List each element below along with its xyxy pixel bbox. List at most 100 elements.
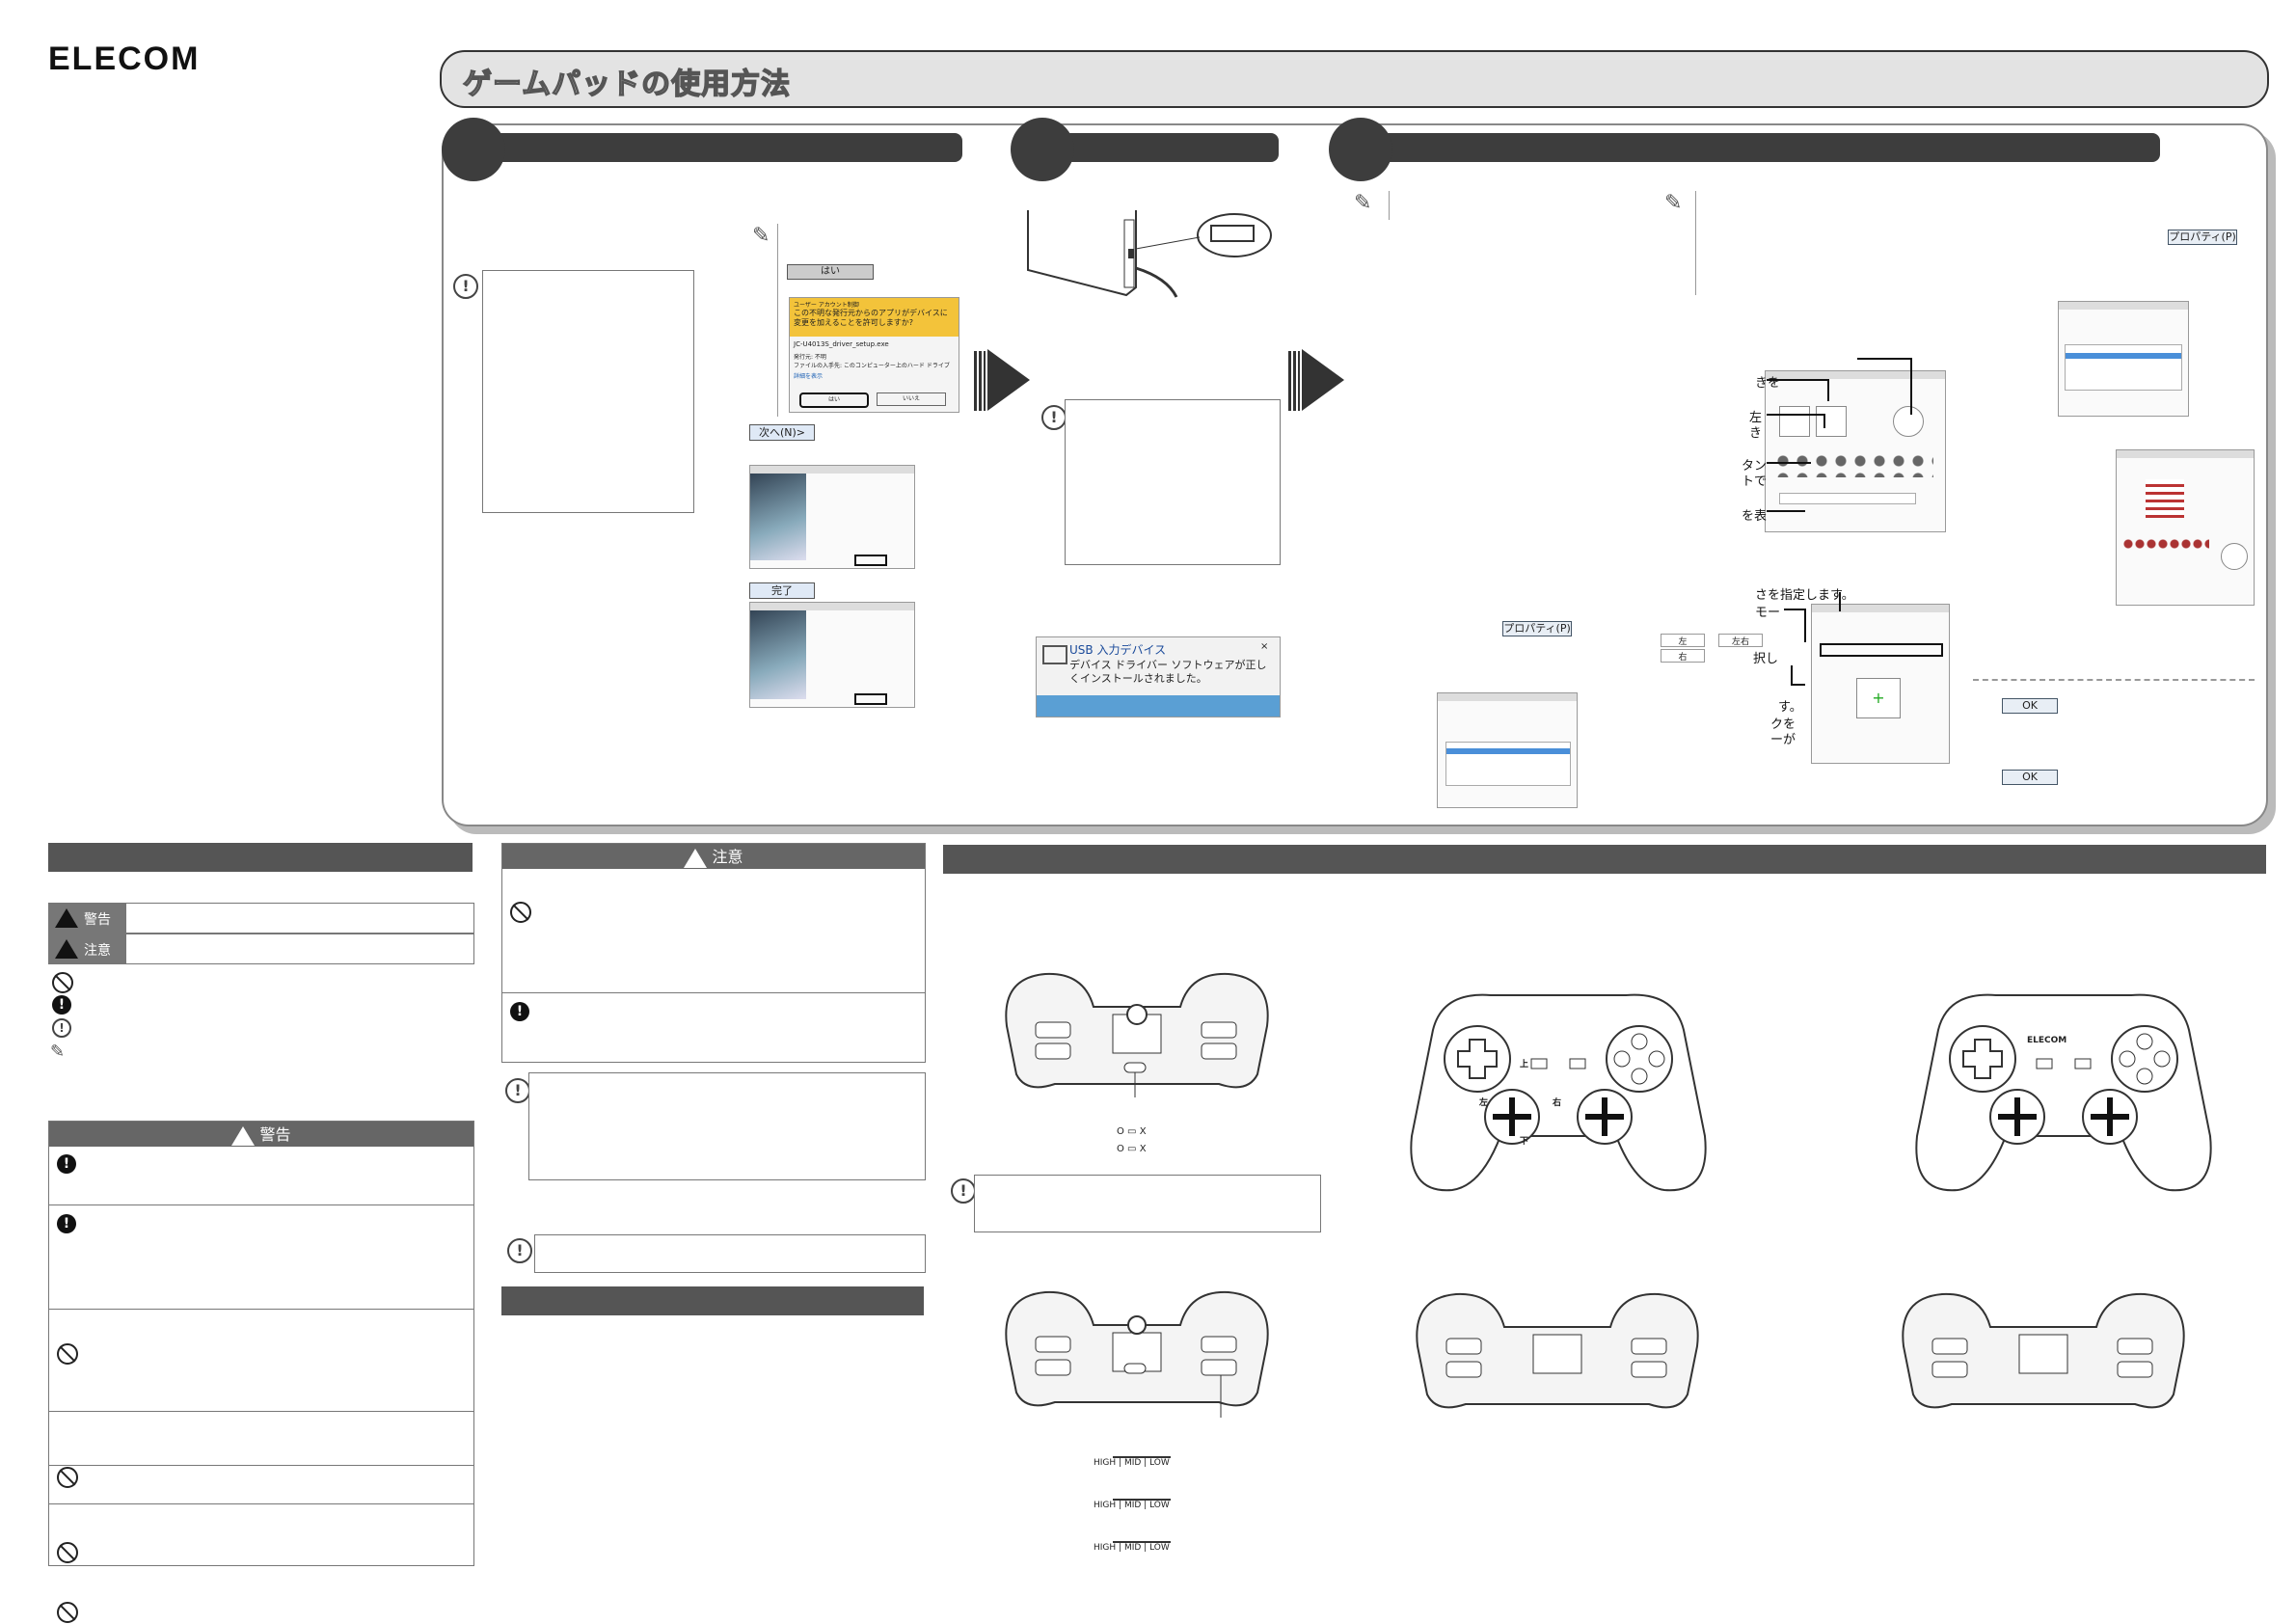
mandatory-icon: ! xyxy=(57,1214,76,1233)
next-step-arrow xyxy=(987,349,1030,411)
callout-text: 択し xyxy=(1753,652,1779,666)
uac-yes-button[interactable]: はい xyxy=(799,392,869,408)
mandatory-icon: ! xyxy=(52,995,71,1015)
callout-text: き xyxy=(1749,426,1763,441)
controller-section-header xyxy=(943,845,2266,874)
switch-state-on: O ▭ X xyxy=(1117,1126,1147,1137)
speed-switch-high: HIGH | MID | LOW xyxy=(1094,1456,1171,1468)
controller-properties-dialog xyxy=(2116,449,2255,606)
caution-note-box xyxy=(528,1072,926,1180)
uac-no-button[interactable]: いいえ xyxy=(877,392,946,406)
setup-wizard-screenshot xyxy=(749,465,915,569)
dir-up-label: 上 xyxy=(1520,1060,1529,1069)
warning-table-header: 警告 xyxy=(49,1122,473,1147)
uac-dialog: ユーザー アカウント制御 この不明な発行元からのアプリがデバイスに変更を加えるこ… xyxy=(789,297,959,413)
key-lr-label: 左右 xyxy=(1718,634,1763,647)
next-step-arrow xyxy=(1302,349,1344,411)
prohibited-icon xyxy=(57,1602,78,1623)
uac-details-link[interactable]: 詳細を表示 xyxy=(794,373,824,380)
step-1-header-bar xyxy=(473,133,962,162)
elecom-logo: ELECOM xyxy=(48,41,201,77)
instruction-panel xyxy=(442,123,2268,826)
caution-table-title: 注意 xyxy=(712,848,743,866)
pencil-icon: ✎ xyxy=(1664,191,1683,215)
uac-filename: JC-U4013S_driver_setup.exe xyxy=(794,340,889,348)
warning-label-cell: 警告 xyxy=(49,904,126,933)
controller-front-view-1 xyxy=(1410,993,1707,1192)
dashed-separator xyxy=(1973,679,2255,681)
switch-state-off: O ▭ X xyxy=(1117,1144,1147,1154)
controller-front-view-2 xyxy=(1915,993,2212,1192)
game-controller-dialog xyxy=(1437,692,1578,808)
callout-text: タン xyxy=(1742,459,1768,474)
dir-left-label: 左 xyxy=(1479,1098,1489,1108)
close-icon[interactable]: × xyxy=(1260,641,1269,652)
warning-triangle-icon xyxy=(55,908,78,928)
warning-label: 警告 xyxy=(84,912,111,928)
pencil-icon: ✎ xyxy=(1354,191,1372,215)
prohibited-icon xyxy=(510,902,531,923)
callout-text: トで xyxy=(1742,474,1768,489)
section-header xyxy=(501,1286,924,1315)
caution-table: 注意 ! xyxy=(501,843,926,1063)
usb-popup-message: デバイス ドライバー ソフトウェアが正しくインストールされました。 xyxy=(1069,659,1267,685)
wizard-finish-highlight[interactable] xyxy=(854,693,887,705)
finish-button[interactable]: 完了 xyxy=(749,582,815,599)
vibration-settings-dialog: + xyxy=(1811,604,1950,764)
next-button[interactable]: 次へ(N)> xyxy=(749,424,815,441)
callout-text: クを xyxy=(1770,717,1796,732)
uac-title: ユーザー アカウント制御 xyxy=(794,302,859,309)
speed-switch-mid: HIGH | MID | LOW xyxy=(1094,1499,1171,1510)
setup-complete-screenshot xyxy=(749,602,915,708)
wizard-next-highlight[interactable] xyxy=(854,555,887,566)
warning-table: 警告 ! ! xyxy=(48,1121,474,1623)
warning-legend-row: 警告 xyxy=(48,903,474,934)
caution-icon: ! xyxy=(453,274,478,299)
caution-label: 注意 xyxy=(84,943,111,959)
game-controller-dialog-2 xyxy=(2058,301,2189,417)
usb-device-notification: USB 入力デバイス デバイス ドライバー ソフトウェアが正しくインストールされ… xyxy=(1036,636,1281,717)
caution-icon: ! xyxy=(505,1078,530,1103)
properties-button-2[interactable]: プロパティ(P) xyxy=(2168,230,2237,245)
controller-back-view-3 xyxy=(1902,1292,2185,1409)
ok-button[interactable]: OK xyxy=(2002,698,2058,714)
ok-button-2[interactable]: OK xyxy=(2002,770,2058,785)
yes-hint-button[interactable]: はい xyxy=(787,264,874,280)
key-right-label: 右 xyxy=(1661,649,1705,663)
callout-text: を表 xyxy=(1742,509,1768,524)
usb-popup-title: USB 入力デバイス xyxy=(1069,643,1167,657)
step-1-note-box xyxy=(482,270,694,513)
safety-section-header xyxy=(48,843,473,872)
pencil-icon: ✎ xyxy=(50,1042,66,1062)
controller-top-view xyxy=(1005,972,1269,1097)
controller-back-view-2 xyxy=(1416,1292,1699,1409)
note-divider xyxy=(1695,191,1696,295)
mandatory-icon: ! xyxy=(57,1154,76,1174)
callout-text: ーが xyxy=(1770,733,1796,747)
controller-note-box xyxy=(974,1175,1321,1232)
controller-back-view xyxy=(1005,1290,1269,1418)
callout-text: さを指定します。 xyxy=(1755,588,1854,603)
uac-origin: ファイルの入手先: このコンピューター上のハード ドライブ xyxy=(794,363,950,369)
prohibited-icon xyxy=(52,972,73,993)
caution-icon: ! xyxy=(951,1178,976,1204)
dir-right-label: 右 xyxy=(1553,1098,1562,1108)
pencil-icon: ✎ xyxy=(752,224,770,248)
caution-icon: ! xyxy=(507,1238,532,1263)
caution-icon: ! xyxy=(1041,405,1067,430)
step-3-circle xyxy=(1329,118,1392,181)
disassembly-prohibited-icon xyxy=(57,1467,78,1488)
properties-button[interactable]: プロパティ(P) xyxy=(1502,621,1572,636)
pc-usb-illustration xyxy=(1027,210,1272,298)
uac-publisher: 発行元: 不明 xyxy=(794,354,826,361)
note-divider xyxy=(1389,191,1390,220)
key-left-label: 左 xyxy=(1661,634,1705,647)
step-1-circle xyxy=(442,118,505,181)
dir-down-label: 下 xyxy=(1520,1137,1529,1147)
uac-question: この不明な発行元からのアプリがデバイスに変更を加えることを許可しますか? xyxy=(794,309,948,327)
arrow-stripes xyxy=(974,351,986,411)
warning-table-title: 警告 xyxy=(259,1125,291,1144)
step-2-circle xyxy=(1011,118,1074,181)
controller-test-dialog xyxy=(1765,370,1946,532)
callout-text: モー xyxy=(1755,606,1781,620)
